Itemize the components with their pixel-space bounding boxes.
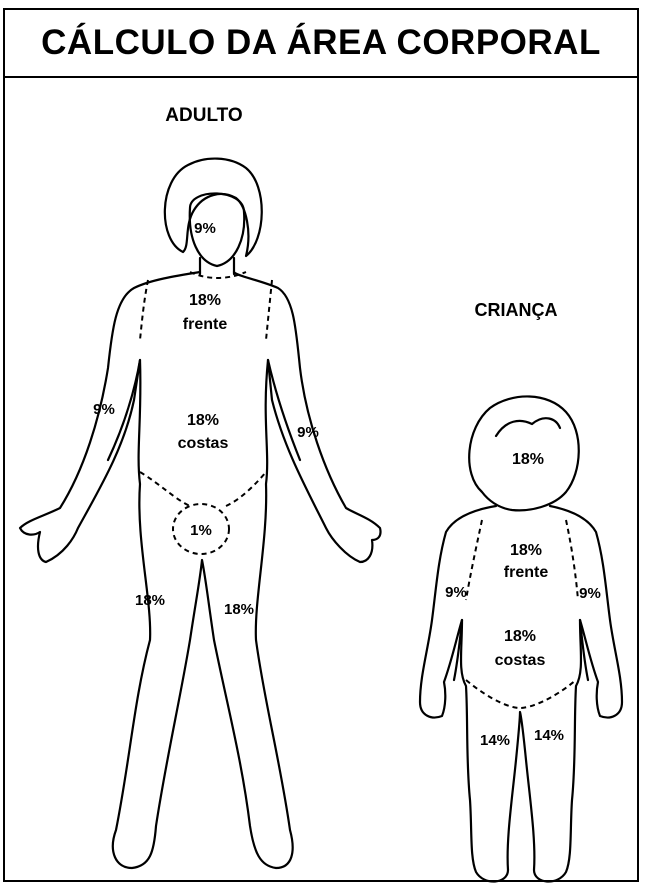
adult-heading: ADULTO [165,105,242,126]
adult-shoulder-right-line [266,280,272,340]
adult-inner-arm-right [268,360,300,460]
child-chest-word: frente [504,564,549,581]
adult-waist-line [140,472,266,506]
child-back-word: costas [495,652,546,669]
child-head-label: 18% [512,451,544,468]
child-left-arm-label: 9% [445,584,467,601]
adult-back-word: costas [178,435,229,452]
child-shoulder-left-line [466,520,482,600]
adult-left-leg-label: 18% [135,592,165,609]
child-waist-line [466,680,576,708]
child-shoulder-right-line [566,520,578,600]
child-hair [496,418,560,436]
adult-body-outline [20,272,381,868]
child-right-leg-label: 14% [534,727,564,744]
child-body-outline [420,506,622,882]
adult-back-value: 18% [187,412,219,429]
adult-left-arm-label: 9% [93,401,115,418]
child-chest-value: 18% [510,542,542,559]
adult-figure [20,159,381,868]
adult-right-leg-label: 18% [224,601,254,618]
adult-chest-word: frente [183,316,228,333]
adult-right-arm-label: 9% [297,424,319,441]
child-back-value: 18% [504,628,536,645]
child-heading: CRIANÇA [475,300,558,320]
adult-chest-value: 18% [189,292,221,309]
child-right-arm-label: 9% [579,585,601,602]
child-left-leg-label: 14% [480,732,510,749]
adult-head-label: 9% [194,220,216,237]
adult-genital-label: 1% [190,522,212,539]
adult-hair [165,159,262,256]
adult-shoulder-left-line [140,280,148,340]
